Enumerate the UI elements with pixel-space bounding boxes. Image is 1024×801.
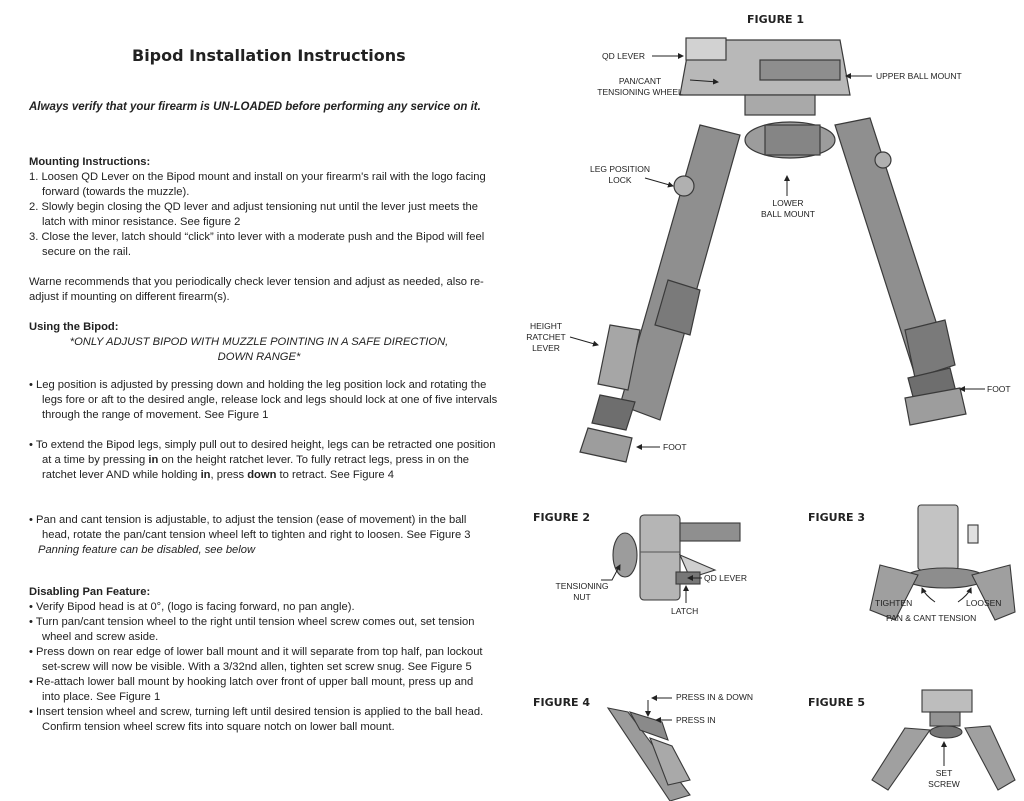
- safety-warning: Always verify that your firearm is UN-LO…: [29, 101, 481, 113]
- label-line: PAN/CANT: [618, 76, 662, 86]
- label-line: SET: [935, 768, 953, 778]
- caution-line: DOWN RANGE*: [217, 351, 301, 363]
- label-pan-cant-tension: PAN & CANT TENSION: [886, 613, 977, 623]
- text-run: , press: [210, 469, 248, 481]
- disabling-item: • Press down on rear edge of lower ball …: [29, 646, 483, 673]
- disabling-item: • Verify Bipod head is at 0°, (logo is f…: [29, 601, 355, 613]
- figure2-drawing: [612, 514, 741, 601]
- label-line: TENSIONING: [555, 581, 609, 591]
- text-run: on the height ratchet lever. To fully re…: [42, 454, 470, 481]
- mounting-step: 2. Slowly begin closing the QD lever and…: [29, 201, 478, 228]
- label-set-screw: SET SCREW: [922, 768, 966, 790]
- label-press-in: PRESS IN: [676, 715, 716, 725]
- label-line: HEIGHT: [529, 321, 563, 331]
- label-line: LEG POSITION: [590, 164, 650, 174]
- figure4-arrows: [645, 695, 672, 723]
- page-title: Bipod Installation Instructions: [132, 46, 406, 65]
- text-run: • To extend the Bipod legs, simply pull …: [29, 439, 496, 466]
- label-lower-ball-mount: LOWER BALL MOUNT: [753, 198, 823, 220]
- disabling-item: • Turn pan/cant tension wheel to the rig…: [29, 616, 475, 643]
- label-tighten: TIGHTEN: [875, 598, 913, 608]
- figure4-title: FIGURE 4: [533, 696, 591, 709]
- label-line: RATCHET: [526, 332, 566, 342]
- label-qd-lever-fig2: QD LEVER: [704, 573, 747, 583]
- label-loosen: LOOSEN: [966, 598, 1002, 608]
- text-run: in: [148, 454, 159, 466]
- mounting-step: 1. Loosen QD Lever on the Bipod mount an…: [29, 171, 486, 198]
- label-upper-ball-mount: UPPER BALL MOUNT: [876, 71, 962, 81]
- mounting-heading: Mounting Instructions:: [29, 156, 151, 168]
- label-press-in-down: PRESS IN & DOWN: [676, 692, 753, 702]
- label-line: TENSIONING WHEEL: [597, 87, 683, 97]
- figure3-drawing: [869, 504, 1016, 621]
- disabling-heading: Disabling Pan Feature:: [29, 586, 151, 598]
- disabling-item: • Insert tension wheel and screw, turnin…: [29, 706, 484, 733]
- label-leg-position-lock: LEG POSITION LOCK: [586, 164, 654, 186]
- figure5-title: FIGURE 5: [808, 696, 866, 709]
- figure1-leaders: [569, 53, 985, 450]
- figure4-drawing: [606, 707, 691, 801]
- text-run: down: [247, 469, 277, 481]
- text-run: to retract. See Figure 4: [276, 469, 394, 481]
- figure2-leaders: [601, 564, 702, 603]
- pan-note: Panning feature can be disabled, see bel…: [38, 544, 256, 556]
- label-line: LOCK: [608, 175, 632, 185]
- figure3-title: FIGURE 3: [808, 511, 866, 524]
- mounting-note: Warne recommends that you periodically c…: [29, 276, 484, 303]
- label-pan-cant: PAN/CANT TENSIONING WHEEL: [588, 76, 692, 98]
- mounting-step: 3. Close the lever, latch should “click”…: [29, 231, 485, 258]
- label-line: NUT: [573, 592, 591, 602]
- label-line: BALL MOUNT: [760, 209, 815, 219]
- figure1-title: FIGURE 1: [747, 13, 805, 26]
- bullet-pan-tension-block: • Pan and cant tension is adjustable, to…: [29, 513, 489, 558]
- label-tensioning-nut: TENSIONING NUT: [552, 581, 612, 603]
- bullet-pan-tension: • Pan and cant tension is adjustable, to…: [29, 514, 471, 541]
- label-height-ratchet-lever: HEIGHT RATCHET LEVER: [520, 321, 572, 354]
- label-foot-right: FOOT: [987, 384, 1011, 394]
- using-heading: Using the Bipod:: [29, 321, 119, 333]
- bullet-extend-legs: • To extend the Bipod legs, simply pull …: [29, 438, 502, 483]
- mounting-section: Mounting Instructions: 1. Loosen QD Leve…: [29, 155, 489, 260]
- disabling-section: Disabling Pan Feature: • Verify Bipod he…: [29, 585, 489, 735]
- disabling-item: • Re-attach lower ball mount by hooking …: [29, 676, 474, 703]
- label-line: SCREW: [928, 779, 960, 789]
- figure1-bipod-drawing: [579, 37, 967, 463]
- figure5-drawing: [871, 689, 1016, 791]
- label-line: LOWER: [772, 198, 804, 208]
- label-foot-left: FOOT: [663, 442, 687, 452]
- text-run: in: [200, 469, 211, 481]
- bullet-leg-position: • Leg position is adjusted by pressing d…: [29, 379, 498, 421]
- label-line: LEVER: [532, 343, 560, 353]
- caution-line: *ONLY ADJUST BIPOD WITH MUZZLE POINTING …: [69, 336, 449, 348]
- figure2-title: FIGURE 2: [533, 511, 591, 524]
- figure3-arrows: [921, 587, 972, 603]
- label-latch: LATCH: [671, 606, 699, 616]
- using-section: Using the Bipod: *ONLY ADJUST BIPOD WITH…: [29, 320, 489, 365]
- label-qd-lever: QD LEVER: [602, 51, 645, 61]
